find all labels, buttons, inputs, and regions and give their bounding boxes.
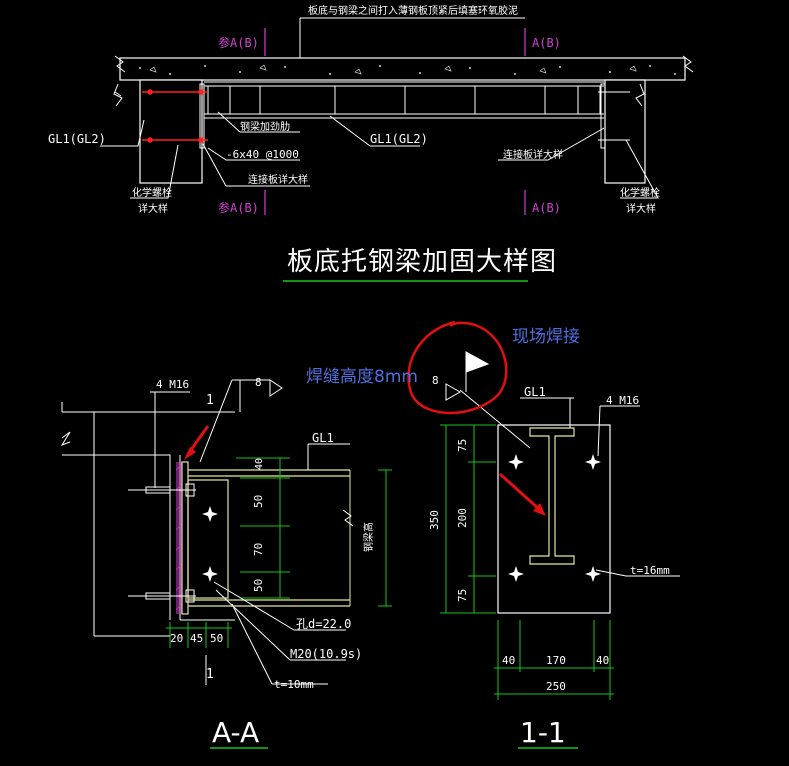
red-circle-annotation <box>407 320 508 415</box>
red-arrow-11 <box>498 472 542 512</box>
annot-weld-height: 焊缝高度8mm <box>306 367 418 387</box>
aa-title: A-A <box>212 716 259 749</box>
left-connection-plate <box>199 83 205 149</box>
top-elevation: 板底与钢梁之间打入薄钢板顶紧后填塞环氧胶泥 <box>48 4 694 215</box>
aa-dim-1: 1 <box>206 393 214 408</box>
ref-right-bottom: A(B) <box>532 201 561 215</box>
s11-weld-symbol: 8 <box>432 374 439 387</box>
s11-bolts: 4 M16 <box>606 394 639 407</box>
s11-dim-75a: 75 <box>456 439 469 452</box>
right-column <box>604 79 646 184</box>
steel-beam-elevation <box>204 81 604 119</box>
main-title: 板底托钢梁加固大样图 <box>287 247 557 277</box>
left-column <box>139 79 203 184</box>
aa-gl: GL1 <box>312 431 334 445</box>
s11-dim-75b: 75 <box>456 589 469 602</box>
aa-beam-height: 钢梁高 <box>362 522 375 552</box>
slab <box>119 57 686 81</box>
top-leaders <box>100 111 659 199</box>
aa-hole: 孔d=22.0 <box>296 617 351 631</box>
stiffener-label: 钢梁加劲肋 <box>240 120 290 133</box>
aa-bolt-grade: M20(10.9s) <box>290 647 362 661</box>
chem-bolt-right-1: 化学螺栓 <box>620 186 660 199</box>
aa-dim-45: 45 <box>190 632 203 645</box>
s11-dim-250: 250 <box>546 680 566 693</box>
aa-bolt-holes <box>202 506 218 582</box>
section-11: 75 200 75 350 40 170 40 250 8 GL1 4 M16 … <box>428 351 680 749</box>
aa-end-plate <box>181 461 189 615</box>
s11-dimensions <box>440 424 614 700</box>
chem-bolt-left-1: 化学螺栓 <box>132 186 172 199</box>
s11-dim-350: 350 <box>428 510 441 530</box>
section-cut-marks <box>264 28 526 215</box>
aa-dim-50a: 50 <box>252 495 265 508</box>
aa-weld-symbol: 8 <box>255 376 262 389</box>
aa-dim-40: 40 <box>254 458 265 470</box>
gl-left-label: GL1(GL2) <box>48 132 106 146</box>
ref-left-bottom: 参A(B) <box>218 200 259 215</box>
s11-i-section <box>529 427 575 565</box>
chem-bolt-right-2: 详大样 <box>626 202 656 215</box>
aa-dim-50c: 50 <box>210 632 223 645</box>
chem-bolt-left-2: 详大样 <box>138 202 168 215</box>
aa-dim-70: 70 <box>252 543 265 556</box>
aa-weld-strip <box>176 462 182 614</box>
right-chemical-bolts <box>598 91 630 141</box>
s11-title: 1-1 <box>520 716 566 749</box>
s11-base-plate <box>497 424 611 614</box>
aa-plate: t=10mm <box>274 678 314 691</box>
s11-plate: t=16mm <box>630 564 670 577</box>
top-note: 板底与钢梁之间打入薄钢板顶紧后填塞环氧胶泥 <box>308 4 518 17</box>
s11-dim-40a: 40 <box>502 654 515 667</box>
ref-left-top: 参A(B) <box>218 35 259 50</box>
section-aa: 40 50 70 50 钢梁高 20 45 50 4 M16 8 1 GL1 孔… <box>60 376 392 749</box>
s11-bolt-holes <box>508 454 601 582</box>
aa-dimensions <box>166 457 392 648</box>
s11-site-weld-flag <box>465 351 490 373</box>
ref-right-top: A(B) <box>532 36 561 50</box>
aa-dim-1b: 1 <box>206 667 214 682</box>
pen-annotations: 现场焊接 焊缝高度8mm <box>184 320 580 516</box>
stiffener-spec: -6x40 @1000 <box>226 148 299 161</box>
right-connection-plate <box>600 83 606 149</box>
aa-bolts: 4 M16 <box>156 378 189 391</box>
conn-plate-left: 连接板详大样 <box>248 173 308 186</box>
aa-dim-20: 20 <box>170 632 183 645</box>
annot-site-weld: 现场焊接 <box>512 327 580 347</box>
slab-hatch <box>139 64 676 75</box>
conn-plate-right: 连接板详大样 <box>503 148 563 161</box>
s11-dim-170: 170 <box>546 654 566 667</box>
s11-dim-40b: 40 <box>596 654 609 667</box>
left-chemical-bolts <box>142 89 208 143</box>
aa-connection-plate <box>187 479 229 599</box>
aa-anchor-bolts <box>128 483 196 603</box>
aa-dim-50b: 50 <box>252 579 265 592</box>
s11-dim-200: 200 <box>456 508 469 528</box>
s11-gl: GL1 <box>524 385 546 399</box>
gl-mid-label: GL1(GL2) <box>370 132 428 146</box>
